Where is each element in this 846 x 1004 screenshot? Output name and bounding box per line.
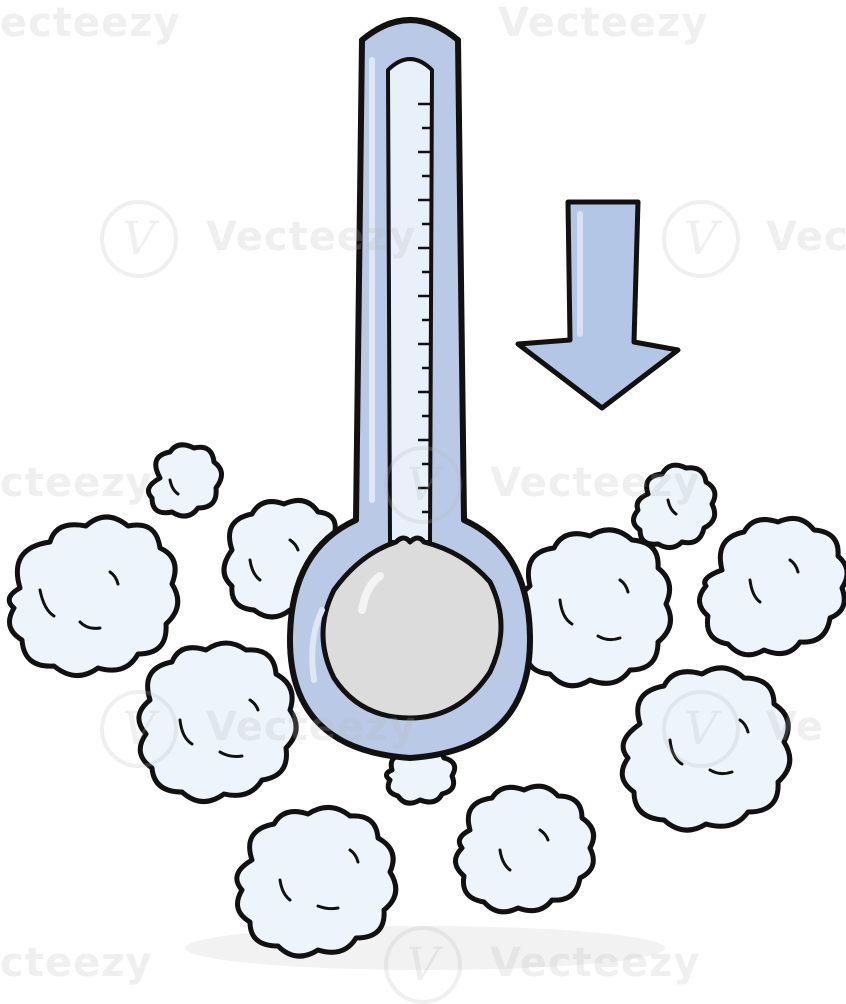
cloud-details: [38, 478, 800, 911]
thermometer-icon: [287, 17, 533, 761]
cloud-icon: [234, 805, 399, 959]
cloud-icon: [619, 665, 793, 833]
thermometer-bulb: [320, 535, 504, 721]
thermometer-channel: [386, 57, 434, 544]
cloud-icon: [145, 442, 224, 519]
cloud-icon: [631, 462, 718, 550]
cloud-icon: [697, 515, 846, 658]
thermometer-scale: [418, 102, 430, 514]
cloud-icon: [453, 783, 597, 915]
bulb-ring-highlight: [309, 607, 325, 683]
cloud-icon: [136, 640, 299, 804]
cloud-icon: [513, 527, 673, 689]
bulb-highlight: [358, 572, 384, 614]
down-arrow-icon: [515, 199, 681, 411]
cloud-icon: [6, 514, 181, 678]
thermometer-illustration: [6, 17, 846, 970]
